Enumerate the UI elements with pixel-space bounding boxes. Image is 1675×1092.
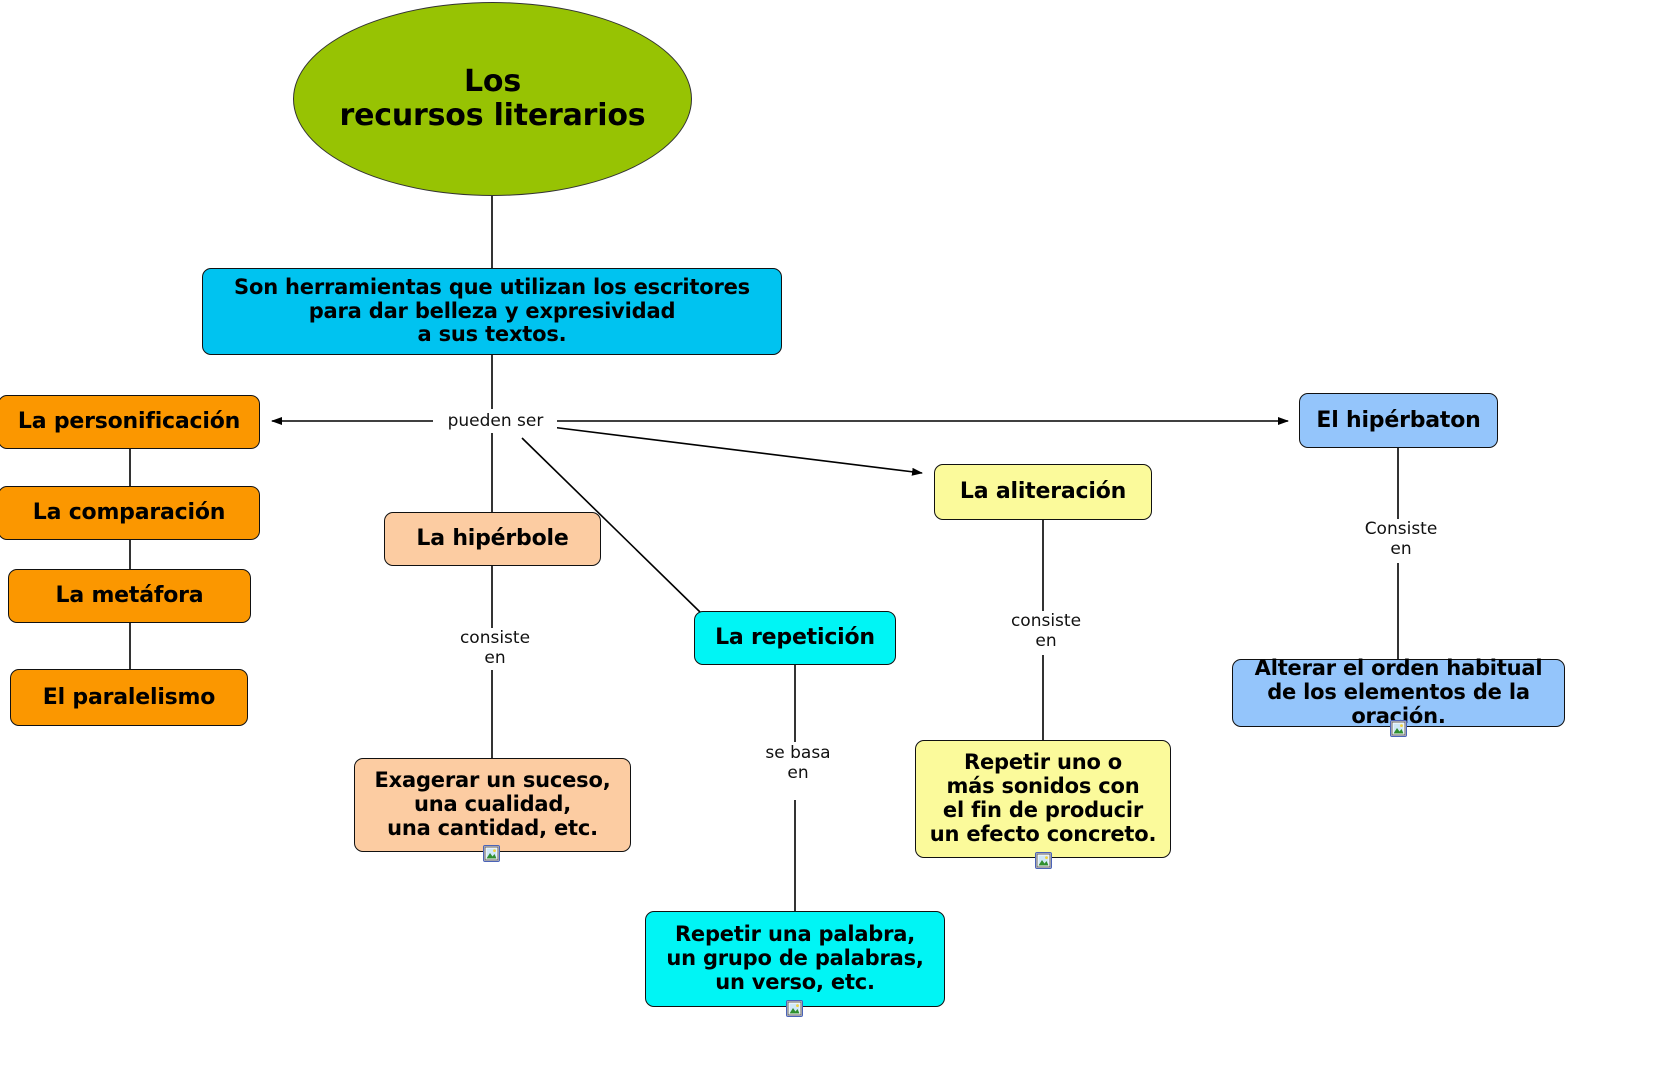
node-hiperbole-label: La hipérbole [416,526,569,552]
node-aliteracion-definition-label: Repetir uno o más sonidos con el fin de … [929,750,1157,846]
node-comparacion-label: La comparación [32,500,226,526]
link-label-consiste-en-hiperbole: consiste en [442,628,548,669]
node-hiperbaton-definition[interactable]: Alterar el orden habitual de los element… [1232,656,1565,728]
node-hiperbaton[interactable]: El hipérbaton [1299,393,1498,448]
node-aliteracion-label: La aliteración [959,479,1127,505]
node-definition[interactable]: Son herramientas que utilizan los escrit… [202,268,782,355]
node-hiperbole-definition-label: Exagerar un suceso, una cualidad, una ca… [374,768,611,840]
link-label-pueden-ser: pueden ser [434,411,557,432]
node-repeticion[interactable]: La repetición [694,611,896,665]
node-repeticion-definition[interactable]: Repetir una palabra, un grupo de palabra… [645,911,945,1007]
node-aliteracion-definition[interactable]: Repetir uno o más sonidos con el fin de … [915,740,1171,858]
node-hiperbaton-definition-label: Alterar el orden habitual de los element… [1254,656,1543,728]
node-aliteracion[interactable]: La aliteración [934,464,1152,520]
node-metafora-label: La metáfora [55,583,204,609]
image-resource-icon[interactable] [786,1000,803,1017]
node-paralelismo-label: El paralelismo [42,684,216,710]
node-personificacion-label: La personificación [17,409,241,435]
node-metafora[interactable]: La metáfora [8,569,251,623]
node-hiperbaton-label: El hipérbaton [1316,407,1481,433]
link-label-consiste-en-hiperbaton: Consiste en [1348,519,1454,560]
node-root[interactable]: Los recursos literarios [293,2,692,196]
node-repeticion-definition-label: Repetir una palabra, un grupo de palabra… [666,922,924,994]
link-label-consiste-en-aliteracion: consiste en [993,611,1099,652]
node-hiperbole[interactable]: La hipérbole [384,512,601,566]
node-root-label: Los recursos literarios [339,63,646,133]
node-hiperbole-definition[interactable]: Exagerar un suceso, una cualidad, una ca… [354,758,631,852]
node-personificacion[interactable]: La personificación [0,395,260,449]
node-repeticion-label: La repetición [715,625,875,651]
image-resource-icon[interactable] [1390,720,1407,737]
link-label-se-basa-en: se basa en [745,743,851,784]
node-paralelismo[interactable]: El paralelismo [10,669,248,726]
image-resource-icon[interactable] [1035,852,1052,869]
node-definition-label: Son herramientas que utilizan los escrit… [234,274,750,347]
image-resource-icon[interactable] [483,845,500,862]
node-comparacion[interactable]: La comparación [0,486,260,540]
